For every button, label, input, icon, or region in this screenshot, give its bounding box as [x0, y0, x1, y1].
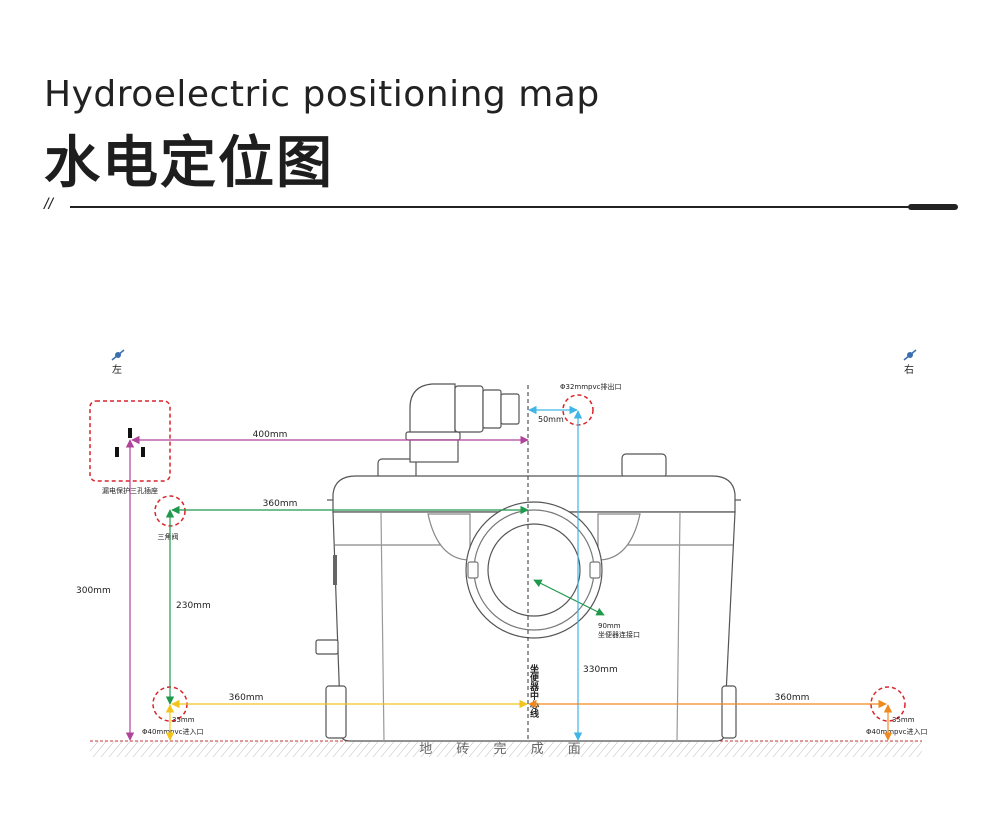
- dim-360-left-label: 360mm: [229, 693, 264, 703]
- pump-device: [315, 383, 741, 742]
- dim-360-valve-label: 360mm: [263, 499, 298, 509]
- dim-50-label: 50mm: [538, 415, 564, 424]
- left-label: 左: [112, 363, 122, 376]
- inlet-right-marker: [870, 686, 906, 722]
- dim-330-label: 330mm: [583, 665, 618, 675]
- inlet-left-label: Φ40mmpvc进入口: [142, 728, 204, 736]
- socket-marker: [89, 400, 171, 482]
- dim-35-left-label: 35mm: [172, 716, 195, 724]
- title-english: Hydroelectric positioning map: [44, 74, 600, 115]
- angle-valve-label: 三角阀: [158, 532, 179, 541]
- dim-300-label: 300mm: [76, 586, 111, 596]
- dim-90-label: 90mm: [598, 622, 621, 630]
- toilet-connection-label: 坐便器连接口: [598, 630, 640, 639]
- divider-line: [70, 206, 910, 208]
- dim-90-line: [533, 579, 605, 616]
- left-pin-icon: [111, 349, 125, 361]
- right-pin-icon: [903, 349, 917, 361]
- title-chinese: 水电定位图: [44, 131, 334, 196]
- right-label: 右: [904, 363, 914, 376]
- dim-35-right-label: 35mm: [892, 716, 915, 724]
- outlet-label: Φ32mmpvc排出口: [560, 382, 622, 391]
- dim-230-label: 230mm: [176, 601, 211, 611]
- dim-400-label: 400mm: [253, 430, 288, 440]
- divider-mark: //: [44, 196, 53, 213]
- divider-end-bar: [908, 204, 958, 210]
- inlet-right-label: Φ40mmpvc进入口: [866, 728, 928, 736]
- center-line-label: 坐便器中心线: [528, 663, 540, 719]
- floor-label: 地 砖 完 成 面: [419, 742, 591, 757]
- dim-360-right-label: 360mm: [775, 693, 810, 703]
